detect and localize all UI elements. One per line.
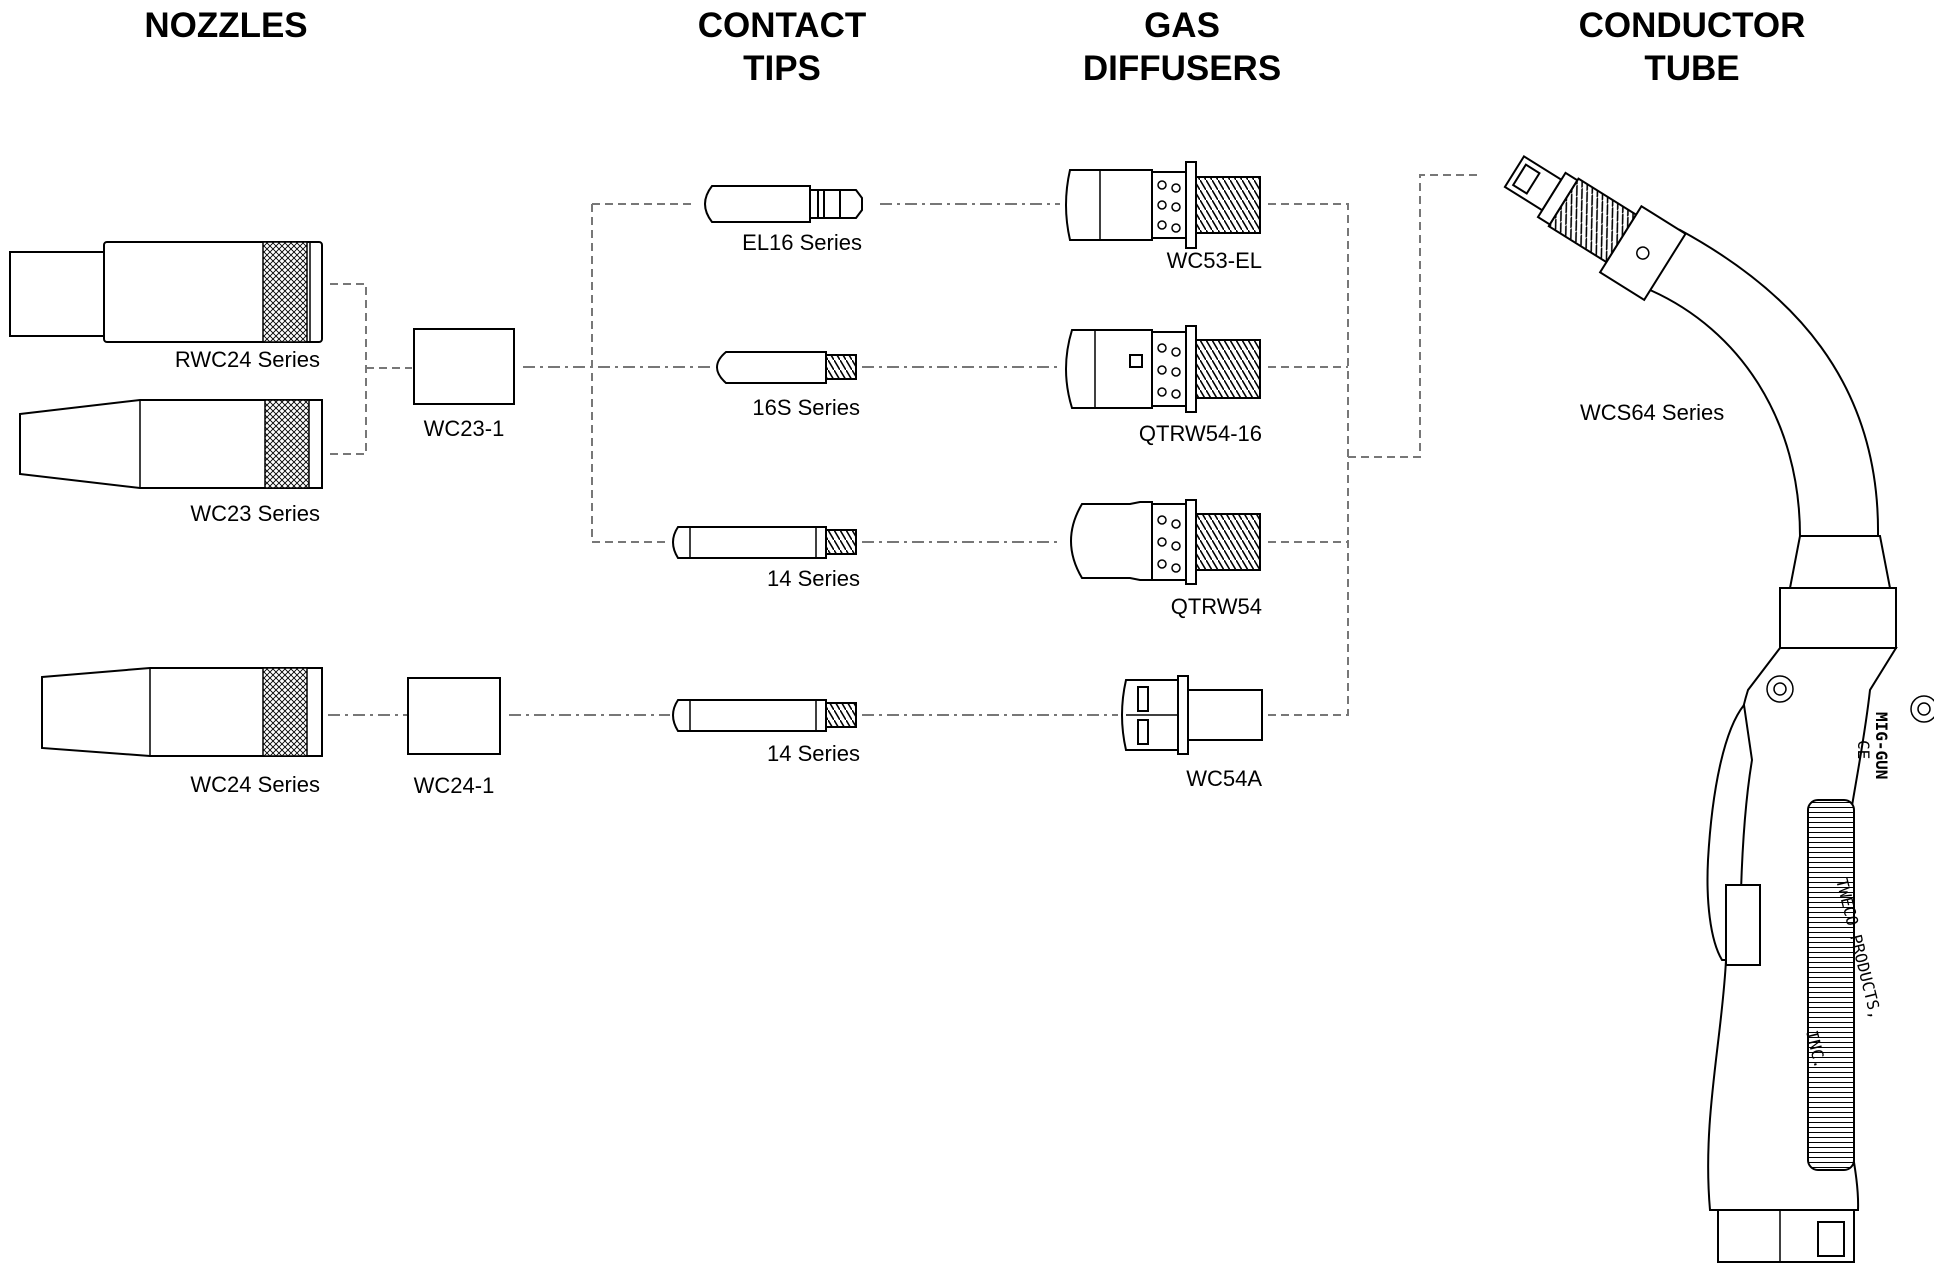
diffuser-qtrw54 xyxy=(1070,499,1261,585)
label-qtrw54-16: QTRW54-16 xyxy=(1139,421,1262,446)
nozzle-wc24 xyxy=(41,667,323,757)
label-wc54a: WC54A xyxy=(1186,766,1262,791)
diffuser-group-bracket xyxy=(1268,203,1349,716)
header-nozzles: NOZZLES xyxy=(144,6,307,45)
adapter-wc24-1-box xyxy=(407,677,501,755)
header-conductor-tube-line2: TUBE xyxy=(1644,49,1739,88)
column-headers: NOZZLES CONTACT TIPS GAS DIFFUSERS CONDU… xyxy=(144,6,1805,88)
ce-marking: CE xyxy=(1854,740,1873,759)
header-conductor-tube-line1: CONDUCTOR xyxy=(1579,6,1806,45)
nozzle-rwc24 xyxy=(9,241,323,343)
label-wc53-el: WC53-EL xyxy=(1167,248,1262,273)
label-wc24-1: WC24-1 xyxy=(414,773,495,798)
nozzle-group-bracket xyxy=(330,283,367,455)
header-gas-diffusers-line1: GAS xyxy=(1144,6,1220,45)
contact-tip-16s xyxy=(716,351,857,384)
gun-model-marking: MIG-GUN xyxy=(1872,712,1891,779)
label-wc24-series: WC24 Series xyxy=(190,772,320,797)
diffuser-wc54a xyxy=(1121,675,1263,755)
header-contact-tips-line2: TIPS xyxy=(743,49,821,88)
connector-lines xyxy=(328,174,1482,716)
conductor-tube-wcs64 xyxy=(1503,155,1934,1263)
header-contact-tips-line1: CONTACT xyxy=(698,6,867,45)
diffuser-wc53-el xyxy=(1065,161,1261,249)
label-el16-series: EL16 Series xyxy=(742,230,862,255)
nozzle-wc23 xyxy=(19,399,323,489)
adapter-wc23-1-box xyxy=(413,328,515,405)
diffuser-qtrw54-16 xyxy=(1065,325,1261,413)
label-16s-series: 16S Series xyxy=(752,395,860,420)
label-wc23-1: WC23-1 xyxy=(424,416,505,441)
contact-tip-14-series-a xyxy=(672,526,857,559)
header-gas-diffusers-line2: DIFFUSERS xyxy=(1083,49,1281,88)
label-14-series-b: 14 Series xyxy=(767,741,860,766)
label-wcs64-series: WCS64 Series xyxy=(1580,400,1724,425)
contact-tip-el16 xyxy=(704,185,863,223)
contact-tip-14-series-b xyxy=(672,699,857,732)
label-rwc24-series: RWC24 Series xyxy=(175,347,320,372)
diffusers-to-conductor-line xyxy=(1348,174,1482,458)
label-14-series-a: 14 Series xyxy=(767,566,860,591)
label-qtrw54: QTRW54 xyxy=(1171,594,1262,619)
label-wc23-series: WC23 Series xyxy=(190,501,320,526)
